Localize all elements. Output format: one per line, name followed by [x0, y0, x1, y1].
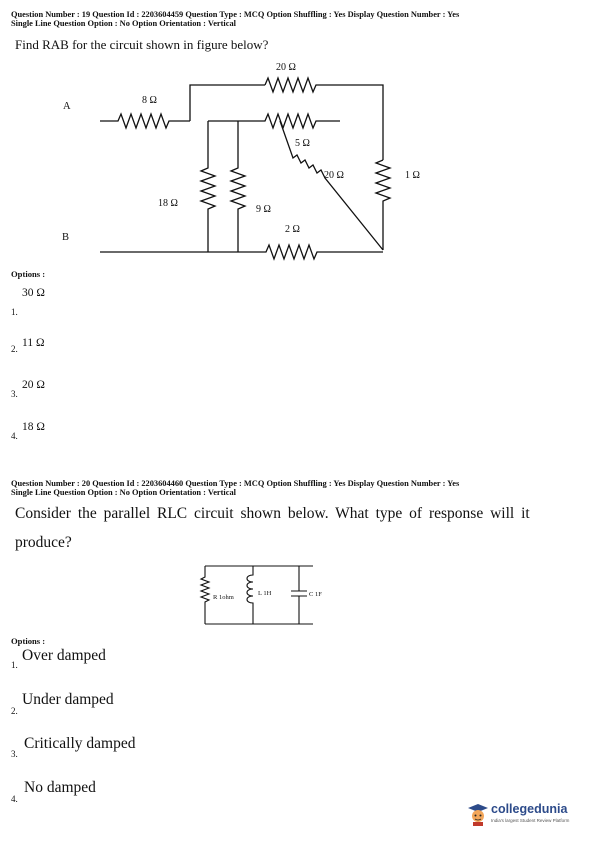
q20-question-line2: produce? [15, 534, 72, 551]
q19-r1-label: 1 Ω [405, 170, 420, 181]
q20-option-3-text[interactable]: Critically damped [24, 735, 136, 752]
logo-name: collegedunia [491, 802, 568, 816]
q20-option-4-num: 4. [11, 794, 18, 804]
q19-option-2-num: 2. [11, 344, 18, 354]
q19-option-2-text[interactable]: 11 Ω [22, 337, 45, 349]
q19-option-4-num: 4. [11, 431, 18, 441]
q19-label-a: A [63, 101, 71, 112]
logo-tagline: India's largest Student Review Platform [491, 818, 570, 823]
q20-question-line1: Consider the parallel RLC circuit shown … [15, 505, 530, 522]
q19-r20-diag-label: 20 Ω [324, 170, 344, 181]
q20-option-1-text[interactable]: Over damped [22, 647, 106, 664]
q20-option-2-text[interactable]: Under damped [22, 691, 114, 708]
q20-option-2-num: 2. [11, 706, 18, 716]
q19-option-1-text[interactable]: 30 Ω [22, 287, 45, 299]
q19-question-text: Find RAB for the circuit shown in figure… [15, 37, 269, 52]
q20-option-4-text[interactable]: No damped [24, 779, 96, 796]
q20-meta-line2: Single Line Question Option : No Option … [11, 488, 236, 497]
q19-option-4-text[interactable]: 18 Ω [22, 421, 45, 433]
q20-r-label: R 1ohm [213, 594, 234, 601]
q19-option-3-text[interactable]: 20 Ω [22, 379, 45, 391]
q20-meta-line1: Question Number : 20 Question Id : 22036… [11, 479, 460, 488]
q20-c-label: C 1F [309, 591, 322, 598]
q19-r2-label: 2 Ω [285, 224, 300, 235]
q19-label-b: B [62, 232, 69, 243]
collegedunia-logo: collegedunia India's largest Student Rev… [467, 800, 585, 830]
q20-option-1-num: 1. [11, 660, 18, 670]
q19-option-3-num: 3. [11, 389, 18, 399]
q20-rlc-figure: R 1ohm L 1H C 1F [199, 565, 322, 625]
q19-meta-line2: Single Line Question Option : No Option … [11, 19, 236, 28]
q20-options-label: Options : [11, 636, 46, 646]
q19-meta-line1: Question Number : 19 Question Id : 22036… [11, 10, 460, 19]
q19-options-label: Options : [11, 269, 46, 279]
q20-option-3-num: 3. [11, 749, 18, 759]
q19-r20-top-label: 20 Ω [276, 62, 296, 73]
q19-r8-label: 8 Ω [142, 95, 157, 106]
q19-option-1-num: 1. [11, 307, 18, 317]
q19-r18-label: 18 Ω [158, 198, 178, 209]
graduate-icon [468, 804, 488, 826]
q19-r5-label: 5 Ω [295, 138, 310, 149]
q20-l-label: L 1H [258, 590, 272, 597]
q19-circuit-figure: A B 8 Ω 20 Ω 5 Ω 20 Ω 1 Ω 18 Ω 9 Ω 2 Ω [62, 62, 420, 261]
q19-r9-label: 9 Ω [256, 204, 271, 215]
